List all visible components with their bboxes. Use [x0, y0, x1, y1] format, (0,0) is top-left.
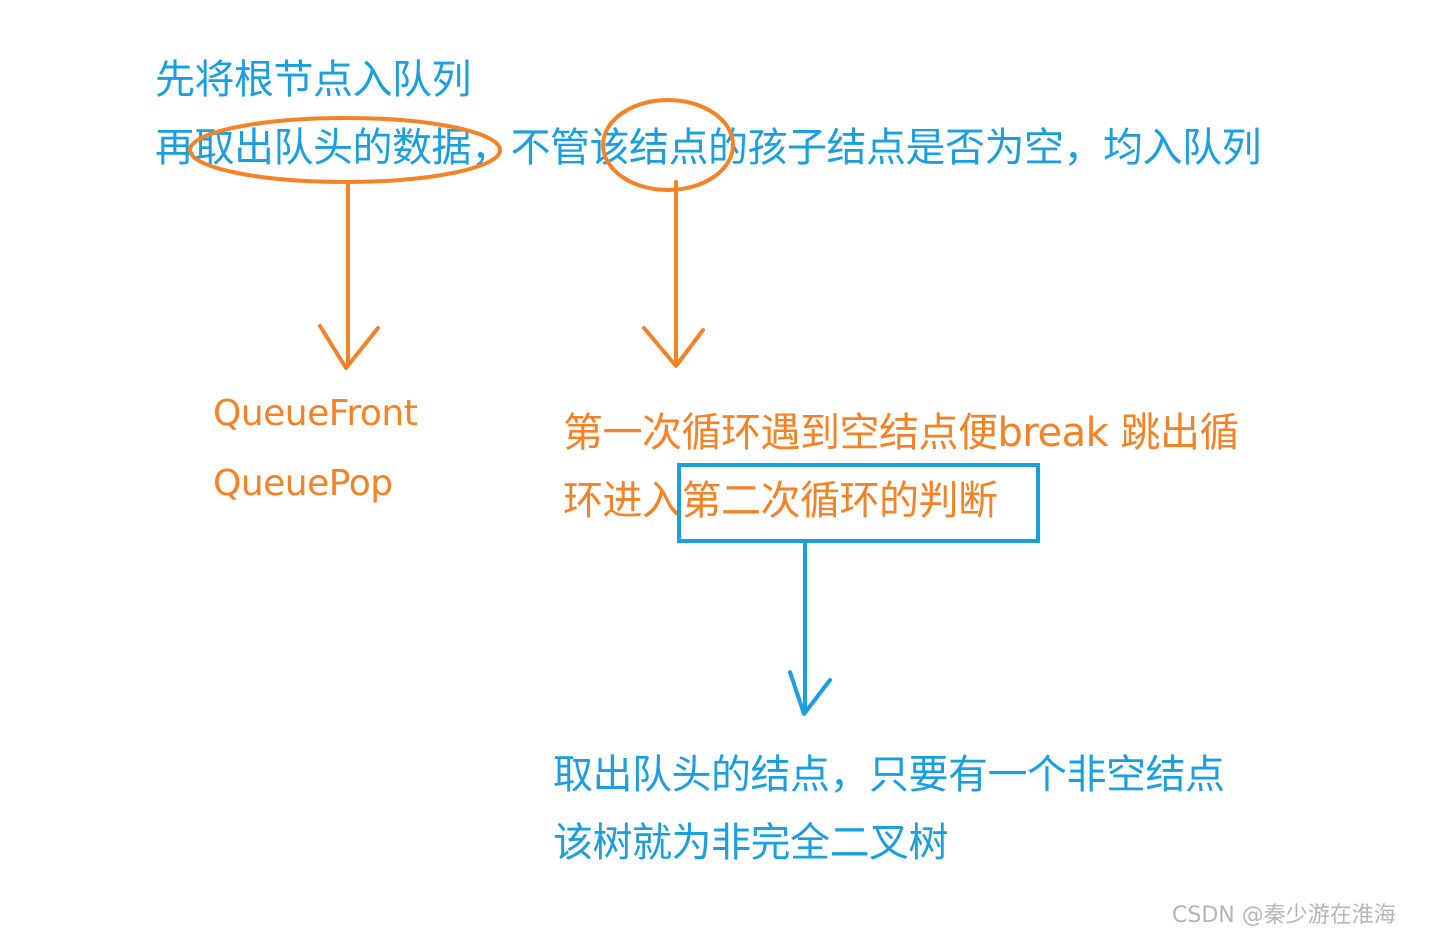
box-second-loop: [677, 463, 1040, 543]
loop-note-line-1: 第一次循环遇到空结点便break 跳出循: [563, 410, 1239, 456]
conclusion-line-2: 该树就为非完全二叉树: [553, 820, 949, 866]
queue-pop-label: QueuePop: [213, 463, 393, 504]
ellipse-node: [601, 98, 735, 192]
arrow-right-head: [642, 326, 705, 368]
conclusion-line-1: 取出队头的结点，只要有一个非空结点: [553, 752, 1225, 798]
ellipse-queue-head-data: [188, 116, 502, 184]
loop-note-line-2: 环进入第二次循环的判断: [563, 478, 998, 524]
arrow-blue-head: [788, 670, 832, 716]
queue-front-label: QueueFront: [213, 393, 418, 434]
step-1-text: 先将根节点入队列: [155, 57, 472, 103]
watermark: CSDN @秦少游在淮海: [1172, 903, 1396, 928]
arrow-left-head: [318, 324, 380, 370]
step-2-text: 再取出队头的数据，不管该结点的孩子结点是否为空，均入队列: [155, 125, 1262, 171]
